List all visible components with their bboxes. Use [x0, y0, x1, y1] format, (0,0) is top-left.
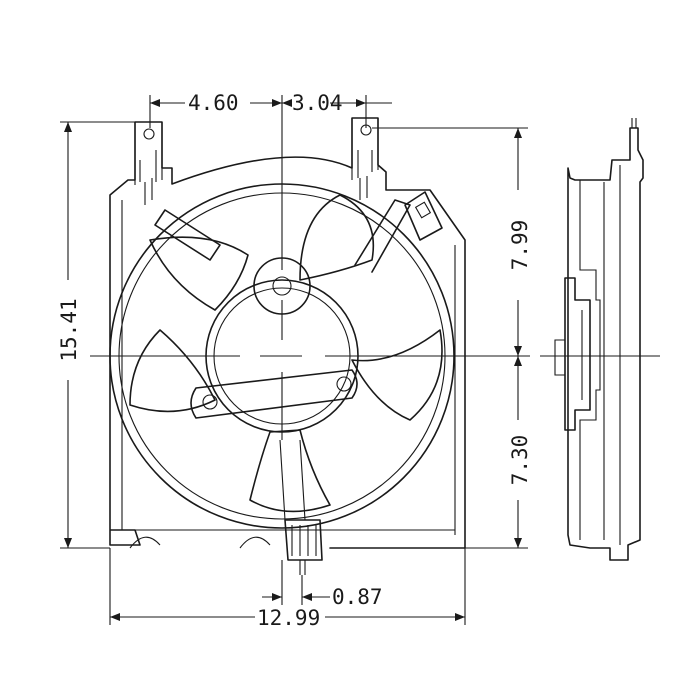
fan-blade-right	[351, 329, 443, 421]
arrow-right-bottom	[514, 538, 522, 548]
dim-label-bottom-offset: 0.87	[332, 585, 383, 609]
arrow-right-mid-up	[514, 346, 522, 356]
lower-plug-ribs	[291, 525, 317, 556]
arrow-right-top	[514, 128, 522, 138]
wire-connector	[404, 191, 443, 241]
dim-label-right-upper: 7.99	[508, 220, 532, 271]
arrow-top-left	[150, 99, 160, 107]
left-dim-extensions	[60, 121, 135, 549]
top-dim-extensions	[149, 95, 367, 128]
width-dim-extensions	[109, 548, 466, 625]
shroud-inner-edge	[120, 200, 456, 535]
side-view	[540, 118, 660, 561]
motor-bracket	[190, 369, 358, 419]
arrow-width-right	[455, 613, 465, 621]
front-view	[90, 95, 530, 575]
motor-boss-center	[272, 276, 292, 296]
dim-label-bottom-width: 12.99	[257, 606, 320, 630]
shroud-ribs	[144, 176, 368, 205]
dim-label-left-height: 15.41	[57, 298, 81, 361]
arrow-top-right	[356, 99, 366, 107]
right-mounting-ear	[351, 118, 379, 180]
side-motor-block	[564, 277, 591, 431]
dimension-lines	[60, 95, 528, 625]
fan-blade-upper-left	[149, 236, 249, 311]
arrow-right-mid-down	[514, 356, 522, 366]
upper-left-strap	[154, 209, 221, 261]
left-ear-hole	[143, 128, 155, 140]
dim-label-top-left: 4.60	[188, 91, 239, 115]
left-mounting-ear	[134, 122, 163, 185]
lower-plug	[284, 519, 323, 561]
shroud-bottom-notches	[129, 536, 271, 549]
bracket-bolt-left	[202, 394, 218, 410]
arrow-top-center-right	[282, 99, 292, 107]
arrow-offset-right	[302, 593, 312, 601]
arrow-width-left	[110, 613, 120, 621]
arrow-top-center-left	[272, 99, 282, 107]
side-top-tab	[631, 118, 637, 128]
motor-lead	[279, 439, 306, 521]
right-dim-extensions	[372, 127, 528, 549]
fan-blade-lower-left	[129, 329, 216, 413]
lower-plug-pin	[299, 560, 306, 575]
arrow-left-top	[64, 122, 72, 132]
side-inner-profile	[579, 165, 621, 545]
side-housing	[567, 127, 644, 561]
side-motor-detail	[554, 310, 583, 400]
wire-harness	[354, 199, 411, 273]
arrow-offset-left	[272, 593, 282, 601]
fan-blade-lower	[249, 429, 331, 513]
dim-label-top-right: 3.04	[292, 91, 343, 115]
connector-latch	[414, 201, 432, 219]
arrow-left-bottom	[64, 538, 72, 548]
dim-label-right-lower: 7.30	[508, 435, 532, 486]
bracket-bolt-right	[336, 376, 352, 392]
fan-blade-upper-right	[299, 194, 375, 281]
offset-dim-extensions	[281, 560, 303, 605]
